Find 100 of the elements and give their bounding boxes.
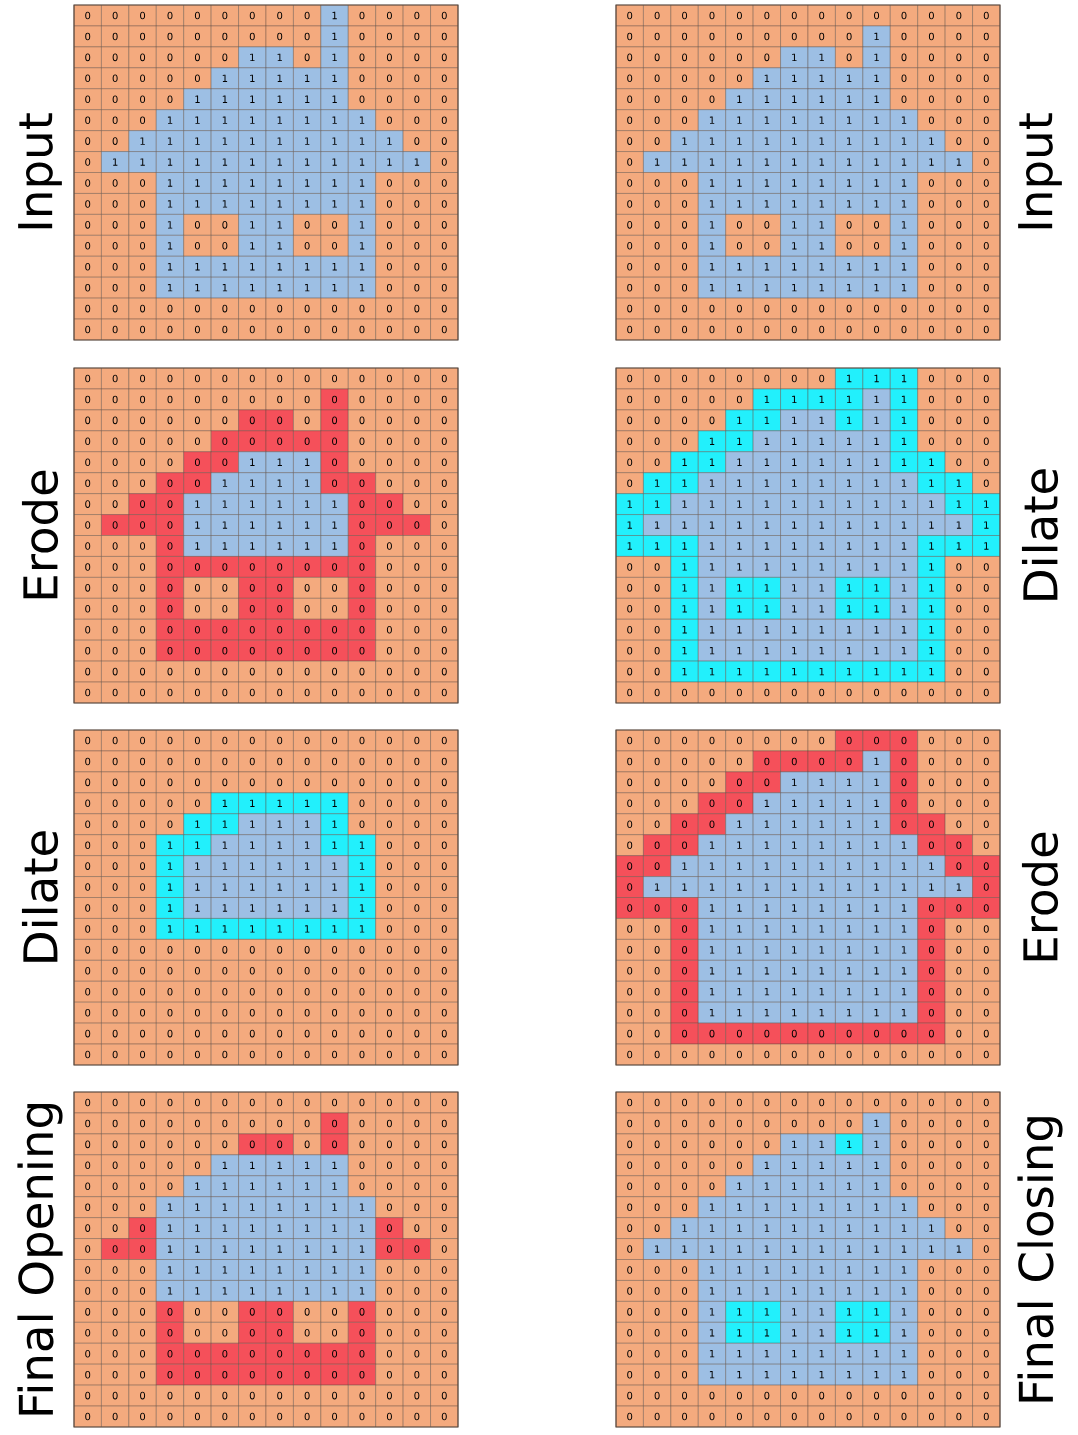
- grid-cell: 0: [320, 451, 349, 473]
- grid-cell: 1: [835, 619, 864, 641]
- grid-cell: 0: [944, 172, 973, 194]
- grid-cell: 0: [101, 1154, 130, 1176]
- grid-cell: 1: [780, 813, 809, 835]
- grid-cell: 0: [183, 409, 212, 431]
- grid-cell: 0: [972, 4, 1001, 27]
- grid-cell: 0: [375, 960, 404, 982]
- grid-cell: 0: [210, 729, 239, 752]
- grid-cell: 1: [348, 1280, 376, 1302]
- grid-cell: 1: [752, 918, 781, 940]
- grid-cell: 0: [430, 297, 459, 320]
- grid-cell: 0: [128, 214, 157, 236]
- grid-cell: 0: [430, 792, 459, 814]
- grid-cell: 0: [430, 771, 459, 794]
- grid-cell: 1: [835, 193, 864, 215]
- grid-cell: 0: [402, 1091, 431, 1114]
- grid-cell: 0: [265, 4, 294, 27]
- grid-cell: 0: [944, 1175, 973, 1197]
- grid-cell: 0: [944, 619, 973, 641]
- grid-cell: 0: [73, 430, 102, 452]
- grid-cell: 0: [375, 855, 404, 877]
- grid-cell: 1: [265, 172, 294, 194]
- grid-cell: 0: [402, 640, 431, 662]
- grid-cell: 0: [670, 1322, 699, 1344]
- grid-cell: 0: [430, 1112, 459, 1135]
- grid-cell: 0: [265, 25, 294, 48]
- grid-cell: 0: [944, 771, 973, 794]
- grid-cell: 0: [725, 1133, 754, 1155]
- grid-cell: 0: [944, 1022, 973, 1045]
- grid-cell: 0: [643, 256, 672, 278]
- grid-cell: 0: [835, 235, 864, 257]
- grid-cell: 0: [348, 1133, 376, 1155]
- grid-cell: 0: [725, 792, 754, 814]
- grid-cell: 1: [752, 577, 781, 599]
- grid-cell: 1: [944, 472, 973, 494]
- grid-cell: 1: [807, 1322, 836, 1344]
- grid-cell: 0: [375, 939, 404, 961]
- grid-cell: 0: [375, 750, 404, 773]
- grid-cell: 0: [348, 1043, 376, 1066]
- grid-cell: 1: [725, 1280, 754, 1302]
- grid-cell: 1: [862, 46, 891, 68]
- grid-cell: 0: [944, 1384, 973, 1407]
- grid-cell: 1: [265, 277, 294, 299]
- grid-cell: 0: [101, 855, 130, 877]
- grid-cell: 1: [917, 151, 946, 173]
- grid-cell: 0: [944, 1405, 973, 1428]
- grid-cell: 0: [101, 577, 130, 599]
- grid-cell: 1: [348, 918, 376, 940]
- grid-cell: 0: [430, 729, 459, 752]
- grid-cell: 0: [238, 1043, 267, 1066]
- grid-cell: 0: [293, 960, 322, 982]
- grid-cell: 0: [375, 46, 404, 68]
- grid-cell: 1: [862, 960, 891, 982]
- grid-cell: 0: [972, 193, 1001, 215]
- grid-cell: 0: [890, 4, 918, 27]
- grid-cell: 1: [320, 876, 349, 898]
- grid-cell: 0: [293, 4, 322, 27]
- grid-cell: 1: [698, 577, 726, 599]
- grid-cell: 1: [862, 1343, 891, 1365]
- grid-cell: 0: [807, 318, 836, 341]
- grid-cell: 0: [944, 918, 973, 940]
- grid-cell: 0: [210, 235, 239, 257]
- grid-cell: 0: [780, 729, 809, 752]
- grid-cell: 0: [430, 1022, 459, 1045]
- grid-cell: 0: [670, 1002, 699, 1024]
- grid-cell: 0: [210, 318, 239, 341]
- grid-cell: 0: [73, 256, 102, 278]
- grid-cell: 1: [944, 151, 973, 173]
- grid-cell: 0: [375, 918, 404, 940]
- grid-cell: 0: [725, 235, 754, 257]
- grid-cell: 0: [210, 297, 239, 320]
- grid-cell: 0: [972, 1196, 1001, 1218]
- grid-cell: 0: [917, 1112, 946, 1135]
- grid-cell: 0: [643, 598, 672, 620]
- grid-cell: 0: [917, 771, 946, 794]
- grid-cell: 0: [615, 750, 644, 773]
- grid-cell: 1: [238, 1259, 267, 1281]
- grid-cell: 1: [890, 535, 918, 557]
- grid-cell: 1: [320, 1154, 349, 1176]
- grid-cell: 1: [780, 130, 809, 152]
- grid-cell: 0: [698, 1022, 726, 1045]
- grid-cell: 0: [890, 1091, 918, 1114]
- grid-cell: 1: [725, 472, 754, 494]
- grid-cell: 0: [265, 1384, 294, 1407]
- grid-cell: 0: [73, 556, 102, 578]
- grid-cell: 1: [835, 1175, 864, 1197]
- grid-cell: 0: [128, 46, 157, 68]
- grid-cell: 1: [944, 493, 973, 515]
- grid-cell: 0: [348, 792, 376, 814]
- grid-cell: 0: [156, 67, 184, 89]
- grid-cell: 0: [917, 960, 946, 982]
- grid-cell: 0: [73, 897, 102, 919]
- grid-cell: 0: [156, 25, 184, 48]
- grid-cell: 0: [210, 939, 239, 961]
- grid-cell: 0: [128, 1154, 157, 1176]
- grid-cell: 1: [238, 1175, 267, 1197]
- grid-cell: 0: [375, 897, 404, 919]
- panel-title: Final Opening: [17, 1104, 63, 1415]
- grid-cell: 0: [430, 67, 459, 89]
